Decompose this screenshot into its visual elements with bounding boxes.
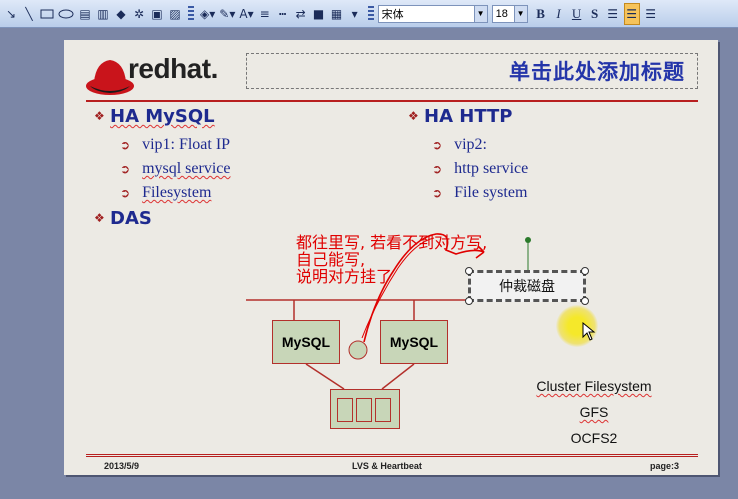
sub-item[interactable]: ➲ Filesystem bbox=[120, 184, 211, 202]
footer-page: page:3 bbox=[650, 461, 680, 471]
bullet-das[interactable]: ❖ DAS bbox=[94, 208, 152, 229]
left-item-text: mysql service bbox=[142, 160, 231, 177]
resize-handle[interactable] bbox=[581, 297, 589, 305]
slide-editor-area[interactable]: redhat. 单击此处添加标题 ❖ HA MySQL ➲ vip1: Float … bbox=[0, 28, 738, 499]
font-name-select[interactable]: 宋体 ▼ bbox=[377, 4, 488, 23]
resize-handle[interactable] bbox=[465, 267, 473, 275]
arrow-bullet-icon: ➲ bbox=[432, 162, 443, 176]
toolbar-grip-2[interactable] bbox=[367, 5, 374, 22]
line-style-icon[interactable]: ≡ bbox=[259, 6, 270, 21]
mysql-node-1[interactable]: MySQL bbox=[272, 320, 340, 364]
rectangle-tool-icon[interactable] bbox=[40, 4, 54, 24]
disk-cell bbox=[375, 398, 391, 422]
footer-divider-2 bbox=[86, 456, 698, 457]
arbiter-disk-shape[interactable]: 仲裁磁盘 bbox=[468, 270, 586, 302]
resize-handle[interactable] bbox=[581, 267, 589, 275]
toolbar-grip[interactable] bbox=[188, 5, 194, 22]
align-left-icon[interactable]: ☰ bbox=[607, 6, 618, 21]
disk-cell bbox=[337, 398, 353, 422]
toolbar-options-icon[interactable]: ▾ bbox=[351, 6, 358, 21]
arrow-bullet-icon: ➲ bbox=[120, 186, 131, 200]
italic-button[interactable]: I bbox=[556, 5, 561, 21]
footer-date: 2013/5/9 bbox=[104, 461, 140, 471]
3d-icon[interactable]: ▦ bbox=[330, 6, 343, 21]
handwritten-annotation: 都往里写, 若看不到对方写, 自己能写, 说明对方挂了 bbox=[296, 233, 488, 286]
ha-mysql-heading: HA MySQL bbox=[110, 106, 215, 127]
resize-handle[interactable] bbox=[465, 297, 473, 305]
arbiter-label: 仲裁磁盘 bbox=[499, 279, 555, 295]
fill-color-icon[interactable]: ◈▾ bbox=[200, 6, 216, 21]
sub-item[interactable]: ➲ http service bbox=[432, 160, 528, 178]
header-divider bbox=[86, 100, 698, 102]
ellipse-tool-icon[interactable] bbox=[58, 4, 74, 24]
ha-http-heading: HA HTTP bbox=[424, 106, 513, 127]
bold-button[interactable]: B bbox=[536, 5, 545, 21]
line-tool-icon[interactable]: ╲ bbox=[25, 6, 33, 21]
bullet-ha-http[interactable]: ❖ HA HTTP bbox=[408, 106, 513, 127]
shadow-icon[interactable]: ■ bbox=[312, 6, 325, 21]
mysql-node-2[interactable]: MySQL bbox=[380, 320, 448, 364]
redhat-logo-icon bbox=[86, 60, 134, 95]
title-placeholder[interactable]: 单击此处添加标题 bbox=[246, 53, 698, 89]
ocfs2-text: OCFS2 bbox=[570, 430, 618, 446]
node-label: MySQL bbox=[389, 334, 439, 350]
shadow-text-button[interactable]: S bbox=[590, 5, 599, 21]
sub-item[interactable]: ➲ mysql service bbox=[120, 160, 230, 178]
align-center-icon[interactable]: ☰ bbox=[623, 2, 640, 25]
font-color-icon[interactable]: A▾ bbox=[239, 6, 254, 21]
font-size-select[interactable]: 18 ▼ bbox=[491, 4, 528, 23]
disk-cell bbox=[356, 398, 372, 422]
chevron-down-icon[interactable]: ▼ bbox=[473, 5, 487, 22]
slide-title: 单击此处添加标题 bbox=[509, 60, 685, 84]
underline-button[interactable]: U bbox=[571, 5, 582, 21]
arrow-bullet-icon: ➲ bbox=[432, 186, 443, 200]
font-name-value: 宋体 bbox=[381, 8, 404, 21]
vertical-textbox-icon[interactable]: ▥ bbox=[97, 6, 109, 21]
gfs-text: GFS bbox=[579, 404, 609, 420]
right-item-text: vip2: bbox=[454, 136, 487, 153]
select-arrow-icon[interactable]: ↘ bbox=[5, 6, 17, 21]
right-item-text: File system bbox=[454, 184, 528, 201]
footer-title: LVS & Heartbeat bbox=[352, 461, 422, 471]
diamond-bullet-icon: ❖ bbox=[94, 211, 105, 225]
heartbeat-circle-icon bbox=[348, 340, 368, 360]
cluster-fs-text: Cluster Filesystem bbox=[536, 378, 652, 394]
bullet-ha-mysql[interactable]: ❖ HA MySQL bbox=[94, 106, 215, 127]
line-color-icon[interactable]: ✎▾ bbox=[219, 6, 236, 21]
arrow-style-icon[interactable]: ⇄ bbox=[295, 6, 306, 21]
left-item-text: Filesystem bbox=[142, 184, 212, 201]
logo-text: redhat. bbox=[128, 53, 218, 84]
align-right-icon[interactable]: ☰ bbox=[645, 6, 656, 21]
left-item-text: vip1: Float IP bbox=[142, 136, 231, 153]
arrow-bullet-icon: ➲ bbox=[120, 162, 131, 176]
font-size-value: 18 bbox=[495, 7, 508, 20]
sub-item[interactable]: ➲ File system bbox=[432, 184, 527, 202]
right-item-text: http service bbox=[454, 160, 529, 177]
diamond-bullet-icon: ❖ bbox=[408, 109, 419, 123]
footer-divider bbox=[86, 454, 698, 455]
diagram-lines bbox=[246, 233, 531, 390]
wordart-icon[interactable]: ◆ bbox=[116, 6, 126, 21]
diamond-bullet-icon: ❖ bbox=[94, 109, 105, 123]
textbox-tool-icon[interactable]: ▤ bbox=[79, 6, 91, 21]
sub-item[interactable]: ➲ vip1: Float IP bbox=[120, 136, 230, 154]
chevron-down-icon[interactable]: ▼ bbox=[513, 5, 527, 22]
shared-storage[interactable] bbox=[330, 389, 400, 429]
diagram-icon[interactable]: ✲ bbox=[133, 6, 145, 21]
drawing-toolbar: ↘ ╲ ▤ ▥ ◆ ✲ ▣ ▨ ◈▾ ✎▾ A▾ ≡ ┅ ⇄ ■ ▦ ▾ 宋体 … bbox=[0, 0, 738, 28]
dash-style-icon[interactable]: ┅ bbox=[278, 6, 287, 21]
clipart-icon[interactable]: ▣ bbox=[151, 6, 163, 21]
arrow-bullet-icon: ➲ bbox=[120, 138, 131, 152]
node-label: MySQL bbox=[281, 334, 331, 350]
slide-canvas[interactable]: redhat. 单击此处添加标题 ❖ HA MySQL ➲ vip1: Float … bbox=[64, 40, 718, 475]
arrow-bullet-icon: ➲ bbox=[432, 138, 443, 152]
picture-icon[interactable]: ▨ bbox=[169, 6, 181, 21]
font-color-label: A bbox=[239, 6, 248, 21]
mouse-cursor-icon bbox=[582, 322, 596, 341]
das-heading: DAS bbox=[110, 208, 152, 229]
sub-item[interactable]: ➲ vip2: bbox=[432, 136, 487, 154]
